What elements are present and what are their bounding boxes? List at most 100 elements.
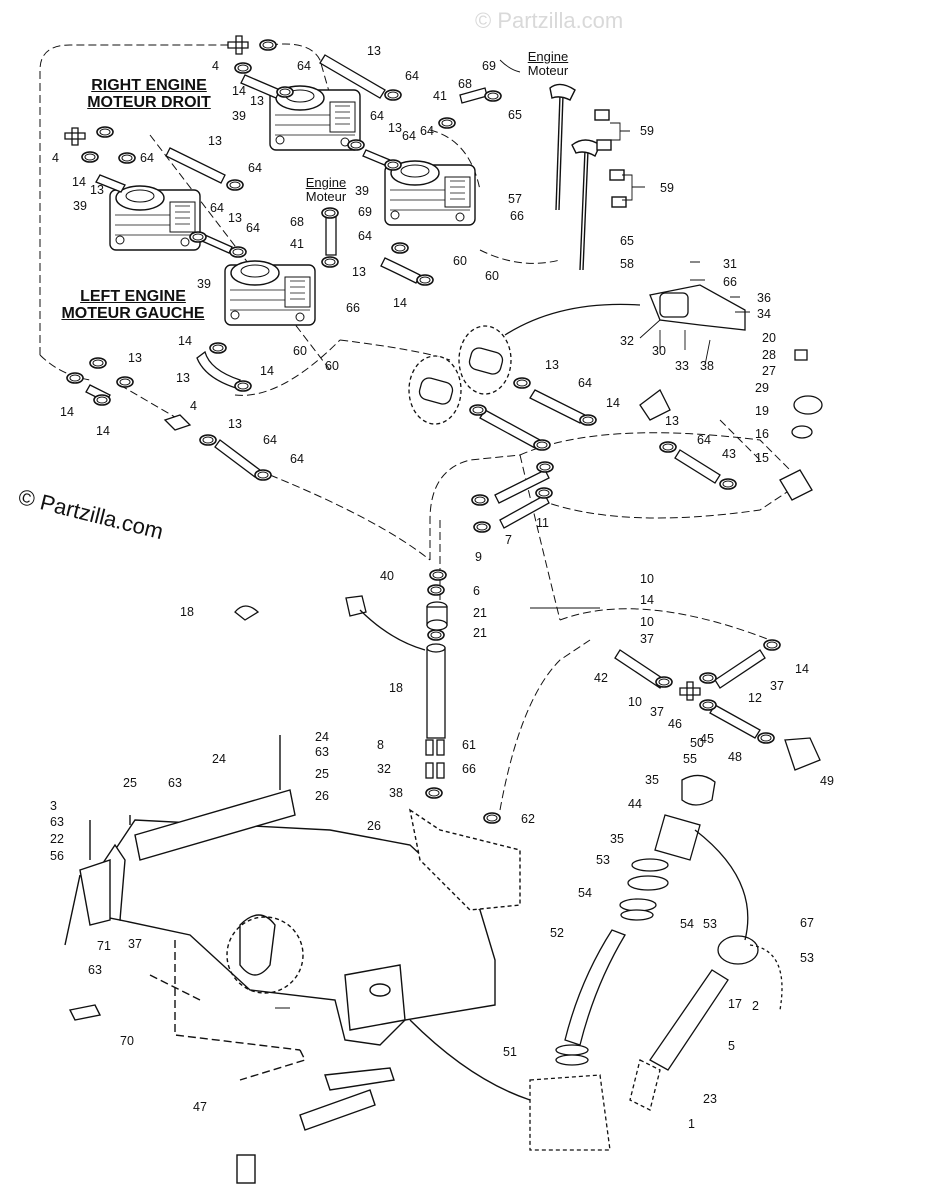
callout: 26 [367, 819, 381, 833]
callout: 64 [697, 433, 711, 447]
callout: 27 [762, 364, 776, 378]
callout: 64 [297, 59, 311, 73]
callout: 39 [197, 277, 211, 291]
callout: 48 [728, 750, 742, 764]
callout: 10 [640, 572, 654, 586]
callout: 60 [293, 344, 307, 358]
callout: 14 [606, 396, 620, 410]
callout: 37 [640, 632, 654, 646]
callout: 53 [703, 917, 717, 931]
right-engine-title-en: RIGHT ENGINE [91, 77, 207, 94]
tee-fittings [64, 35, 701, 701]
callout: 45 [700, 732, 714, 746]
callout: 61 [462, 738, 476, 752]
callout: 25 [123, 776, 137, 790]
callout: 37 [128, 937, 142, 951]
callout: 22 [50, 832, 64, 846]
callout: 52 [550, 926, 564, 940]
callout: 14 [640, 593, 654, 607]
callout: 39 [232, 109, 246, 123]
callout: 56 [50, 849, 64, 863]
callout: 30 [652, 344, 666, 358]
callout: 54 [680, 917, 694, 931]
callout: 57 [508, 192, 522, 206]
left-engine-carb-2 [224, 260, 316, 326]
callout: 64 [358, 229, 372, 243]
callout: 13 [176, 371, 190, 385]
left-engine-title-en: LEFT ENGINE [80, 288, 186, 305]
callout: 14 [260, 364, 274, 378]
callout: 49 [820, 774, 834, 788]
callout: 18 [389, 681, 403, 695]
callout: 13 [228, 417, 242, 431]
callout: 12 [748, 691, 762, 705]
fuel-tank [64, 735, 531, 1184]
primer-rods [549, 83, 627, 271]
callout: 64 [290, 452, 304, 466]
right-engine-title-fr: MOTEUR DROIT [87, 94, 211, 111]
callout: 3 [50, 799, 57, 813]
callout: 64 [140, 151, 154, 165]
callout: 53 [800, 951, 814, 965]
callout: 63 [88, 963, 102, 977]
callout: 11 [536, 516, 549, 530]
callout: 66 [510, 209, 524, 223]
callout: 13 [367, 44, 381, 58]
callout: 23 [703, 1092, 717, 1106]
callout: 13 [250, 94, 264, 108]
callout: 5 [728, 1039, 735, 1053]
callout: 39 [355, 184, 369, 198]
selector-valve [639, 284, 823, 501]
callout: 64 [246, 221, 260, 235]
callout: 14 [178, 334, 192, 348]
callout: 50 [690, 736, 704, 750]
callout: 59 [640, 124, 654, 138]
callout: 13 [388, 121, 402, 135]
callout: 14 [795, 662, 809, 676]
callout: 62 [521, 812, 535, 826]
callout: 21 [473, 626, 487, 640]
callout: 54 [578, 886, 592, 900]
callout: 55 [683, 752, 697, 766]
callout: 26 [315, 789, 329, 803]
callout: 14 [96, 424, 110, 438]
callout: 14 [72, 175, 86, 189]
callout: 40 [380, 569, 394, 583]
callout: 69 [358, 205, 372, 219]
callout: 42 [594, 671, 608, 685]
engine-arrow-label-fr: Moteur [527, 63, 569, 78]
callout: 46 [668, 717, 682, 731]
callout: 13 [90, 183, 104, 197]
callout: 41 [433, 89, 447, 103]
callout: 44 [628, 797, 642, 811]
callout: 64 [210, 201, 224, 215]
faint-watermark: © Partzilla.com [475, 8, 624, 33]
callout: 64 [370, 109, 384, 123]
callout: 37 [770, 679, 784, 693]
callout: 58 [620, 257, 634, 271]
fuel-hoses [85, 54, 766, 739]
engine-arrow-label-en-2: Engine [305, 175, 347, 190]
callout: 13 [208, 134, 222, 148]
callout: 13 [228, 211, 242, 225]
callout: 8 [377, 738, 384, 752]
fuel-pickup [234, 595, 448, 779]
callout: 67 [800, 916, 814, 930]
callout: 47 [193, 1100, 207, 1114]
callout: 16 [755, 427, 769, 441]
callout: 4 [212, 59, 219, 73]
callout: 64 [402, 129, 416, 143]
callout: 51 [503, 1045, 517, 1059]
fuel-fill-assembly [529, 737, 821, 1151]
left-engine-carb-1 [109, 185, 201, 251]
callout: 14 [393, 296, 407, 310]
callout-numbers: 4 14 13 39 64 13 64 64 13 64 64 68 69 41… [50, 44, 834, 1131]
callout: 41 [290, 237, 304, 251]
callout: 43 [722, 447, 736, 461]
callout: 24 [212, 752, 226, 766]
right-engine-carb-2 [384, 160, 476, 226]
callout: 15 [755, 451, 769, 465]
callout: 18 [180, 605, 194, 619]
callout: 64 [420, 124, 434, 138]
callout: 53 [596, 853, 610, 867]
